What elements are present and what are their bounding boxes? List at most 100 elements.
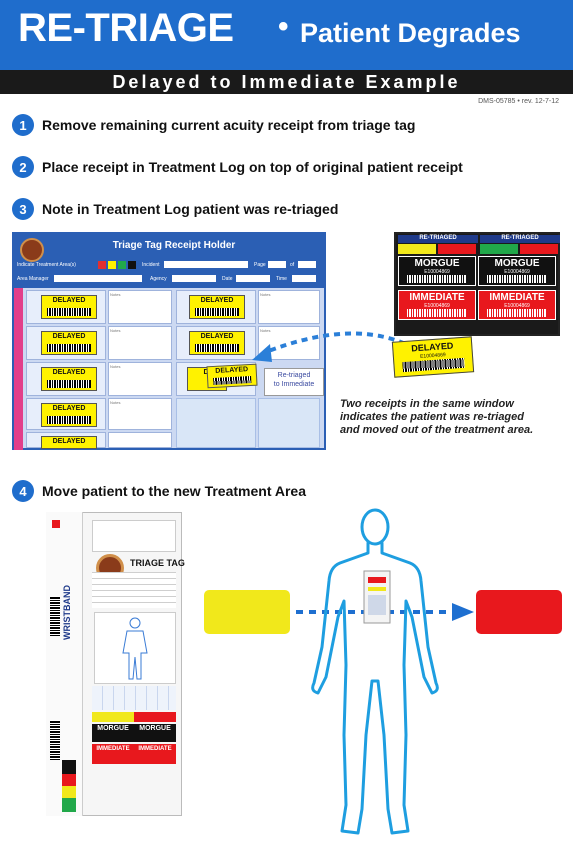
area-swatch-red (98, 261, 106, 269)
barcode (487, 275, 547, 283)
barcode (47, 344, 91, 352)
explanation-caption: Two receipts in the same window indicate… (340, 398, 565, 437)
receipt-label: DELAYED (52, 369, 86, 376)
barcode (47, 380, 91, 388)
area-swatch-green (118, 261, 126, 269)
field-label-page: Page (254, 262, 266, 268)
body-outline-icon (122, 617, 148, 680)
barcode (195, 308, 239, 316)
strip-black (62, 760, 76, 774)
strip-yellow (62, 786, 76, 798)
time-field (292, 275, 316, 282)
receipt-label: DELAYED (52, 297, 86, 304)
receipt-label: DELAYED (200, 333, 234, 340)
field-label-area: Indicate Treatment Area(s) (17, 262, 76, 268)
notes-box: Notes (108, 398, 172, 430)
step-3: 3 Note in Treatment Log patient was re-t… (12, 198, 338, 220)
step-number: 2 (12, 156, 34, 178)
strip-green (62, 798, 76, 812)
caption-line-2: indicates the patient was re-triaged (340, 411, 524, 423)
retriaged-bar-left: RE-TRIAGED (398, 235, 478, 243)
tag-top-form (92, 520, 176, 552)
barcode (50, 596, 60, 636)
notes-box: Notes (108, 326, 172, 360)
field-label-date: Date (222, 276, 233, 282)
barcode (195, 344, 239, 352)
delayed-receipt: DELAYED (41, 331, 97, 355)
field-label-manager: Area Manager (17, 276, 49, 282)
immediate-receipt: IMMEDIATE (92, 744, 134, 764)
card-label: IMMEDIATE (409, 292, 465, 303)
card-label: MORGUE (494, 258, 540, 269)
note-line-2: to Immediate (273, 381, 315, 388)
delayed-receipt: DELAYED (41, 403, 97, 427)
barcode (407, 309, 467, 317)
page-field (268, 261, 286, 268)
step-2: 2 Place receipt in Treatment Log on top … (12, 156, 463, 178)
card-id: E10004869 (424, 269, 450, 275)
header-banner (0, 0, 573, 70)
step-text: Move patient to the new Treatment Area (42, 483, 306, 499)
barcode (50, 720, 60, 760)
vitals-table (92, 686, 176, 710)
receipt-slot: DELAYED (26, 326, 106, 360)
caption-line-1: Two receipts in the same window (340, 398, 514, 410)
patient-figure-icon (311, 508, 439, 835)
step-number: 3 (12, 198, 34, 220)
strip-red (62, 774, 76, 786)
card-id: E10004869 (424, 303, 450, 309)
field-label-of: of (290, 262, 295, 268)
receipt-slot: DELAYED (26, 290, 106, 324)
agency-field (172, 275, 216, 282)
move-receipt-arrow (252, 331, 426, 362)
step-text: Place receipt in Treatment Log on top of… (42, 159, 463, 175)
tag-form-lines (92, 572, 176, 608)
step-number: 4 (12, 480, 34, 502)
receipt-label: DELAYED (200, 297, 234, 304)
attached-tag-body (368, 595, 386, 615)
field-label-time: Time (276, 276, 287, 282)
field-label-incident: Incident (142, 262, 160, 268)
receipt-slot: DELAYED (26, 432, 106, 449)
red-cross-icon (52, 520, 60, 528)
delayed-receipt: DELAYED (41, 436, 97, 449)
side-color-bar (14, 288, 23, 450)
tag-receipt-panel: RE-TRIAGED RE-TRIAGED MORGUE E10004869 M… (394, 232, 560, 336)
tag-red (134, 712, 176, 722)
empty-slot (176, 398, 256, 448)
tag-yellow (92, 712, 134, 722)
receipt-slot-double: DI DELAYED (176, 362, 258, 396)
field-label-agency: Agency (150, 276, 167, 282)
immediate-card: IMMEDIATE E10004869 (398, 290, 476, 320)
delayed-receipt: DELAYED (189, 295, 245, 319)
delayed-receipt: DELAYED (41, 367, 97, 391)
arrow-head-icon (452, 603, 474, 621)
barcode (47, 416, 91, 424)
example-band (0, 70, 573, 94)
immediate-area-swatch (476, 590, 562, 634)
receipt-holder-illustration: Triage Tag Receipt Holder Indicate Treat… (12, 232, 326, 450)
date-field (236, 275, 270, 282)
receipt-slot: DELAYED (176, 326, 256, 360)
receipt-slot: DELAYED (26, 398, 106, 430)
delayed-area-swatch (204, 590, 290, 634)
attached-tag-red (368, 577, 386, 583)
re-triaged-note: Re-triaged to Immediate (264, 368, 324, 396)
barcode (47, 308, 91, 316)
immediate-card: IMMEDIATE E10004869 (478, 290, 556, 320)
tab-green (480, 244, 518, 254)
area-swatch-yellow (108, 261, 116, 269)
morgue-card: MORGUE E10004869 (398, 256, 476, 286)
card-id: E10004869 (504, 269, 530, 275)
of-field (298, 261, 316, 268)
manager-field (54, 275, 142, 282)
delayed-receipt-removed: DELAYED E10004869 (391, 336, 475, 378)
delayed-receipt: DELAYED (41, 295, 97, 319)
caption-line-3: and moved out of the treatment area. (340, 424, 534, 436)
card-id: E10004869 (504, 303, 530, 309)
step-number: 1 (12, 114, 34, 136)
receipt-label: DELAYED (52, 438, 86, 445)
card-label: MORGUE (414, 258, 460, 269)
document-id: DMS-05785 • rev. 12-7-12 (478, 98, 559, 105)
retriaged-bar-right: RE-TRIAGED (480, 235, 560, 243)
